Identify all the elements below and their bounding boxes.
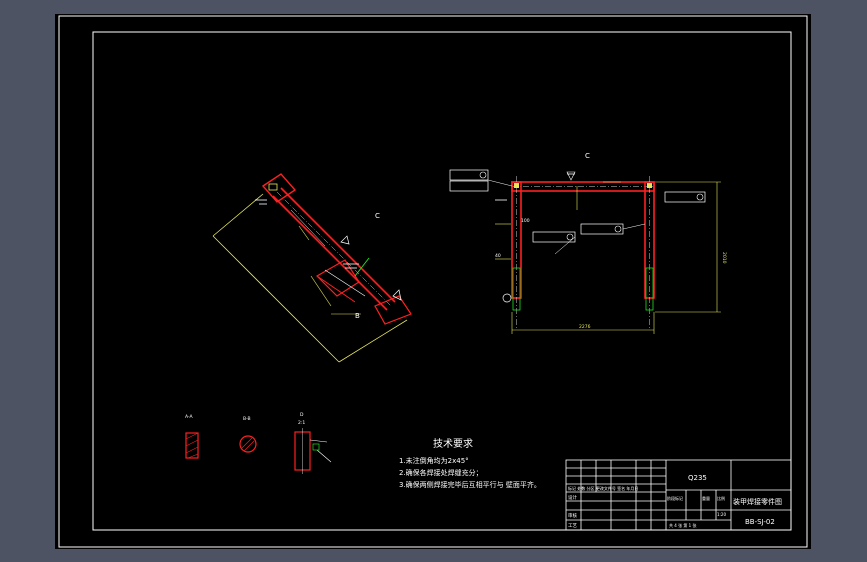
tb-reviewer: 审核 [568,512,577,519]
dim-left-2: 40 [495,253,501,259]
inner-frame [92,31,792,531]
tech-requirements: 技术要求 1.未注倒角均为2x45° 2.确保各焊接处焊缝充分； 3.确保两侧焊… [399,437,541,489]
section-rect [185,432,199,459]
tb-material: Q235 [688,474,707,482]
tech-line-3: 3.确保两侧焊接完毕后互相平行与 壁面平齐。 [399,480,541,489]
cad-drawing: C B 2276 2010 100 40 [58,15,808,548]
tb-designer: 设计 [568,494,577,501]
section-label-3a: D [300,412,304,418]
tech-line-1: 1.未注倒角均为2x45° [399,456,469,465]
section-label-2: B-B [243,416,251,422]
outer-frame [58,15,808,548]
drawing-sheet: C B 2276 2010 100 40 [55,14,811,549]
section-views: A-A B-B D 2:1 [185,412,332,474]
tb-drawing-no: BB-SJ-02 [745,518,775,526]
section-label-3b: 2:1 [298,420,305,426]
label-c-left: C [375,212,380,220]
tb-scale: 比例 [717,495,725,501]
section-label-1: A-A [185,414,194,420]
tb-row-marks: 标记 处数 分区 更改文件号 签名 年月日 [568,485,638,491]
title-block: 标记 处数 分区 更改文件号 签名 年月日 设计 审核 工艺 Q235 阶段标记… [565,459,792,531]
dim-width: 2276 [579,324,591,330]
tb-stage: 阶段标记 [667,495,683,501]
tb-part-name: 装甲焊接零件图 [733,497,782,506]
section-circle [239,435,257,453]
dim-left-1: 100 [521,218,530,224]
tech-line-2: 2.确保各焊接处焊缝充分； [399,468,483,477]
tb-process: 工艺 [568,523,577,529]
right-view: 2276 2010 100 40 C [449,152,727,334]
tech-title: 技术要求 [433,437,473,450]
dim-height: 2010 [721,252,727,264]
left-view: C B [212,173,412,363]
tb-scale-val: 1:20 [717,512,726,517]
label-b-left: B [355,312,360,320]
tb-weight: 重量 [702,495,710,501]
label-c-right: C [585,152,590,160]
tb-sheets: 共 4 张 第 1 张 [669,522,696,528]
